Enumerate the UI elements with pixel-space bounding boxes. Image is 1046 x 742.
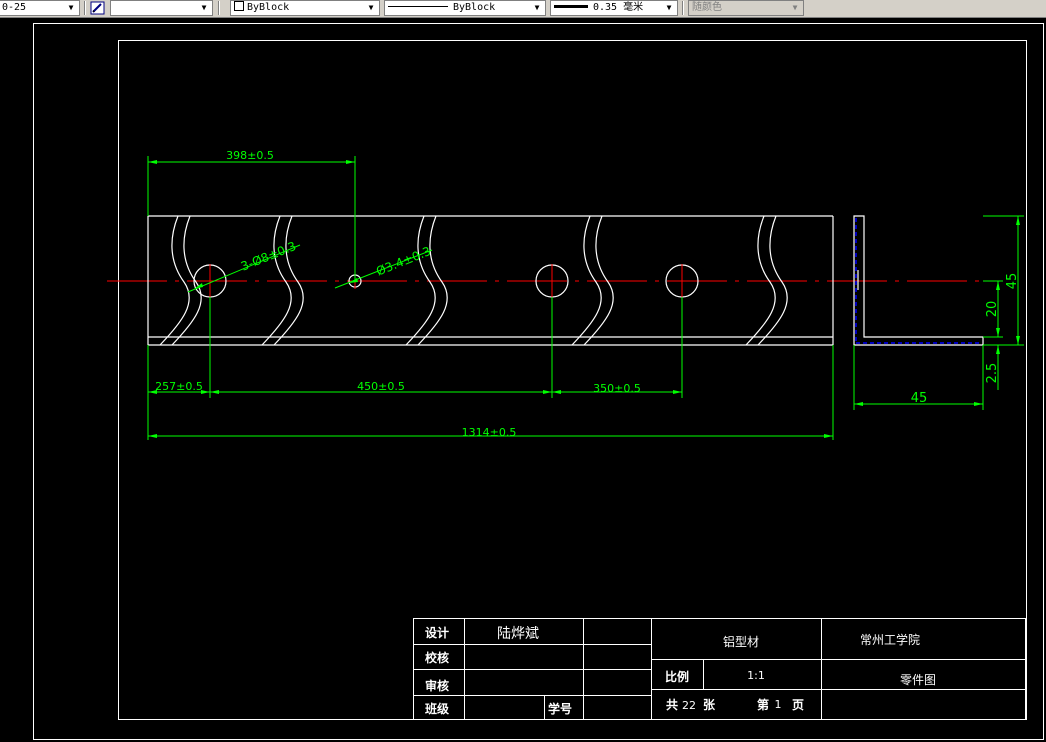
- scale-value: 1:1: [747, 669, 765, 682]
- part-name: 铝型材: [723, 634, 759, 649]
- total-label: 共: [666, 697, 678, 712]
- design-label: 设计: [425, 625, 449, 640]
- lineweight-sample: [554, 5, 588, 8]
- dim-450: 450±0.5: [357, 380, 405, 393]
- toolbar-separator: [84, 1, 86, 15]
- dim-398: 398±0.5: [226, 149, 274, 162]
- dim-side-45-height: 45: [1005, 273, 1020, 290]
- lineweight-dropdown[interactable]: 0.35 毫米 ▼: [550, 0, 678, 16]
- dim-257: 257±0.5: [155, 380, 203, 393]
- class-label: 班级: [425, 701, 449, 716]
- color-dropdown[interactable]: ByBlock ▼: [230, 0, 380, 16]
- dim-350: 350±0.5: [593, 382, 641, 395]
- dropdown-arrow-icon: ▼: [534, 3, 540, 12]
- plotstyle-dropdown[interactable]: 随颜色 ▼: [688, 0, 804, 16]
- sheet-unit: 张: [703, 697, 716, 712]
- part-front-view: [147, 215, 834, 346]
- title-block: [413, 618, 1026, 720]
- dimension-texts: 398±0.5 3-Ø8±0.3 Ø3.4±0.3 257±0.5 450±0.…: [155, 149, 1020, 439]
- properties-toolbar: 0-25 ▼ ▼ ByBlock ▼ ByBlock ▼ 0.35 毫米 ▼ 随…: [0, 0, 1046, 18]
- dim-1314: 1314±0.5: [462, 426, 517, 439]
- dim-holes-3: 3-Ø8±0.3: [239, 239, 298, 274]
- dropdown-arrow-icon: ▼: [792, 3, 798, 12]
- designer-name: 陆烨斌: [497, 626, 539, 642]
- dimension-arrows: [148, 160, 1020, 438]
- color-value: ByBlock: [247, 2, 290, 13]
- drawing-canvas[interactable]: 398±0.5 3-Ø8±0.3 Ø3.4±0.3 257±0.5 450±0.…: [0, 17, 1046, 742]
- dim-side-45-width: 45: [911, 391, 928, 406]
- dropdown-arrow-icon: ▼: [68, 3, 74, 12]
- title-block-texts: 设计 陆烨斌 校核 审核 班级 学号 铝型材 常州工学院 比例 1:1 零件图 …: [425, 625, 936, 716]
- school-name: 常州工学院: [860, 632, 920, 647]
- layer-manager-icon[interactable]: [89, 0, 107, 16]
- sheet-inner-border: [118, 40, 1027, 720]
- linetype-value: ByBlock: [453, 2, 496, 13]
- total-value: 22: [682, 699, 696, 712]
- layer-dropdown[interactable]: ▼: [110, 0, 213, 16]
- page-label: 第: [757, 697, 769, 712]
- text-style-dropdown[interactable]: 0-25 ▼: [0, 0, 80, 16]
- linetype-dropdown[interactable]: ByBlock ▼: [384, 0, 546, 16]
- linetype-sample: [388, 6, 448, 7]
- check-label: 校核: [425, 650, 449, 665]
- student-id-label: 学号: [548, 701, 572, 716]
- review-label: 审核: [425, 678, 449, 693]
- dimension-lines: [147, 156, 1024, 440]
- dim-side-20: 20: [985, 301, 1000, 318]
- dim-side-2-5: 2.5: [985, 363, 1000, 384]
- sheet-outer-border: [33, 23, 1044, 740]
- text-style-value: 0-25: [2, 2, 27, 13]
- page-value: 1: [775, 698, 782, 711]
- dropdown-arrow-icon: ▼: [666, 3, 672, 12]
- color-swatch: [234, 1, 244, 11]
- drawing-type: 零件图: [900, 673, 936, 687]
- dropdown-arrow-icon: ▼: [201, 3, 207, 12]
- scale-label: 比例: [665, 669, 689, 684]
- toolbar-separator: [682, 1, 684, 15]
- page-unit: 页: [792, 698, 804, 712]
- plotstyle-value: 随颜色: [692, 2, 722, 13]
- dropdown-arrow-icon: ▼: [368, 3, 374, 12]
- toolbar-separator: [218, 1, 220, 15]
- lineweight-value: 0.35 毫米: [593, 2, 644, 13]
